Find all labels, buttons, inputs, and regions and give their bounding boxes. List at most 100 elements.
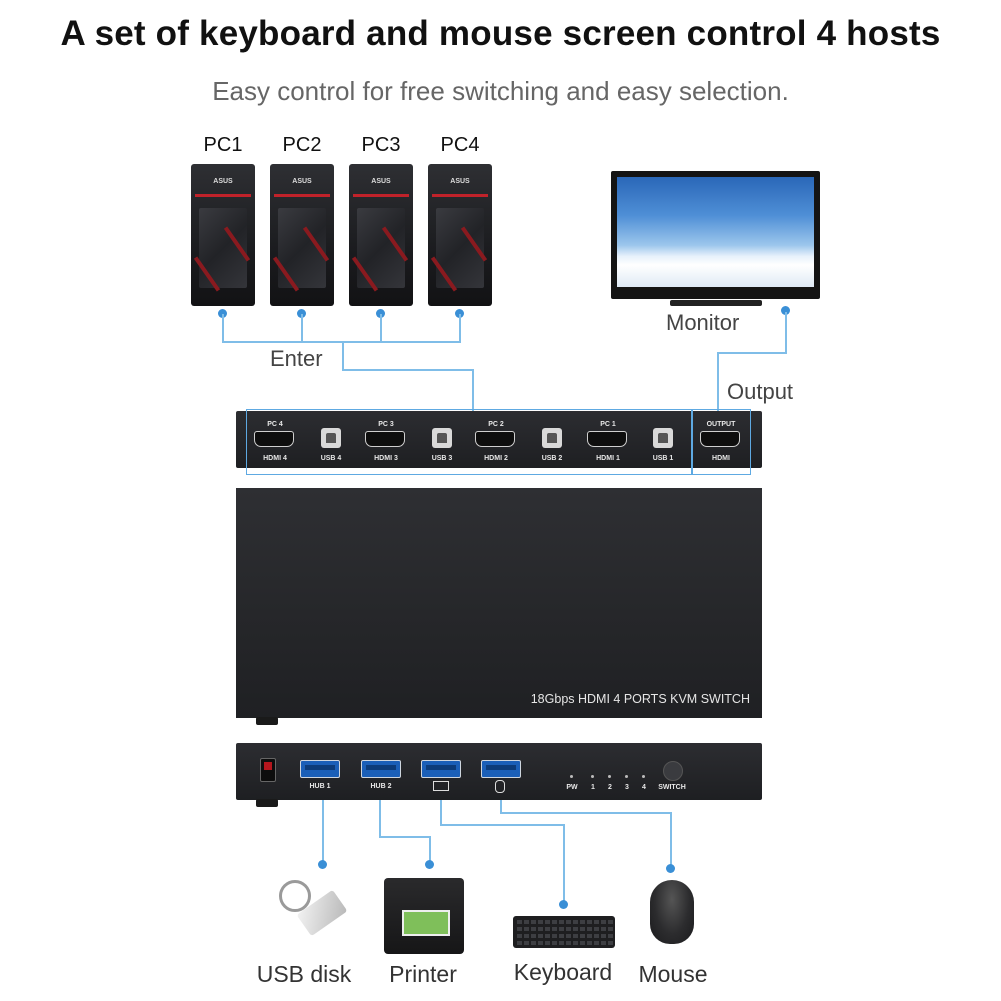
keyboard-key <box>517 927 522 931</box>
led-3 <box>625 775 628 778</box>
wire <box>500 812 672 814</box>
pc4-brand: ASUS <box>450 178 470 185</box>
keyboard-key <box>608 920 613 924</box>
keyboard-key <box>524 941 529 945</box>
usb-b-port-2 <box>542 428 562 448</box>
wire <box>342 369 473 371</box>
wire <box>785 312 787 353</box>
connector-dot <box>376 309 385 318</box>
keyboard-key <box>594 927 599 931</box>
wire <box>222 341 461 343</box>
keyboard-key <box>573 941 578 945</box>
port-label: PC 1 <box>600 421 616 428</box>
wire <box>429 836 431 862</box>
input-ports-highlight <box>246 409 692 475</box>
keyboard-key <box>538 934 543 938</box>
keyboard-key <box>608 934 613 938</box>
wire <box>670 812 672 866</box>
monitor-screen <box>617 177 814 287</box>
switch-label: SWITCH <box>658 784 686 791</box>
keyboard-key <box>587 941 592 945</box>
led-label-4: 4 <box>642 784 646 791</box>
pc3-brand: ASUS <box>371 178 391 185</box>
keyboard-key <box>552 941 557 945</box>
keyboard-key <box>531 941 536 945</box>
output-port-highlight <box>692 409 751 475</box>
wire <box>222 314 224 342</box>
usb-mouse-port <box>481 760 521 778</box>
keyboard-key <box>587 927 592 931</box>
keyboard-key <box>524 934 529 938</box>
connector-dot <box>559 900 568 909</box>
port-label: HDMI <box>712 455 730 462</box>
keyboard-key <box>552 920 557 924</box>
port-label: HDMI 3 <box>374 455 398 462</box>
keyboard-key <box>594 941 599 945</box>
power-switch[interactable] <box>260 758 276 782</box>
connector-dot <box>666 864 675 873</box>
switch-button[interactable] <box>663 761 683 781</box>
usb-b-port-1 <box>653 428 673 448</box>
connector-dot <box>218 309 227 318</box>
hdmi-port-3 <box>365 431 405 447</box>
led-label-1: 1 <box>591 784 595 791</box>
pc1-tower-icon: ASUS <box>191 164 255 306</box>
keyboard-key <box>587 934 592 938</box>
keyboard-key <box>517 941 522 945</box>
keyboard-key <box>594 920 599 924</box>
keyboard-key <box>566 941 571 945</box>
led-2 <box>608 775 611 778</box>
usb-disk-icon <box>279 880 311 912</box>
mouse-icon <box>495 780 505 793</box>
keyboard-key <box>594 934 599 938</box>
led-label-3: 3 <box>625 784 629 791</box>
pc3-tower-icon: ASUS <box>349 164 413 306</box>
port-label: USB 3 <box>431 455 453 462</box>
pc2-tower-icon: ASUS <box>270 164 334 306</box>
keyboard-key <box>545 941 550 945</box>
mouse-icon <box>650 880 694 944</box>
keyboard-key <box>538 927 543 931</box>
page-title: A set of keyboard and mouse screen contr… <box>60 14 941 53</box>
keyboard-key <box>531 934 536 938</box>
keyboard-key <box>608 941 613 945</box>
led-1 <box>591 775 594 778</box>
keyboard-key <box>524 920 529 924</box>
page-subtitle: Easy control for free switching and easy… <box>212 76 789 106</box>
port-label: USB 4 <box>320 455 342 462</box>
keyboard-key <box>538 941 543 945</box>
keyboard-icon <box>513 916 615 948</box>
port-label: USB 1 <box>652 455 674 462</box>
keyboard-key <box>566 934 571 938</box>
port-label: OUTPUT <box>706 421 736 428</box>
usb-hub1-port <box>300 760 340 778</box>
keyboard-key <box>559 934 564 938</box>
monitor-stand <box>670 300 762 306</box>
keyboard-key <box>517 934 522 938</box>
device-foot <box>256 799 278 807</box>
device-model-label: 18Gbps HDMI 4 PORTS KVM SWITCH <box>530 692 750 706</box>
keyboard-key <box>566 920 571 924</box>
keyboard-key <box>601 920 606 924</box>
keyboard-key <box>545 927 550 931</box>
kvm-switch-body <box>236 488 762 718</box>
hdmi-port-2 <box>475 431 515 447</box>
keyboard-key <box>601 934 606 938</box>
keyboard-key <box>601 941 606 945</box>
enter-label: Enter <box>270 346 323 371</box>
keyboard-key <box>580 934 585 938</box>
led-4 <box>642 775 645 778</box>
wire <box>322 800 324 862</box>
monitor-label: Monitor <box>666 310 740 335</box>
wire <box>440 800 442 825</box>
hdmi-port-4 <box>254 431 294 447</box>
wire <box>563 824 565 902</box>
keyboard-key <box>559 920 564 924</box>
wire <box>342 341 344 370</box>
device-foot <box>256 717 278 725</box>
keyboard-key <box>531 927 536 931</box>
connector-dot <box>781 306 790 315</box>
usb-b-port-4 <box>321 428 341 448</box>
pc4-label: PC4 <box>440 134 480 156</box>
pc2-label: PC2 <box>282 134 322 156</box>
